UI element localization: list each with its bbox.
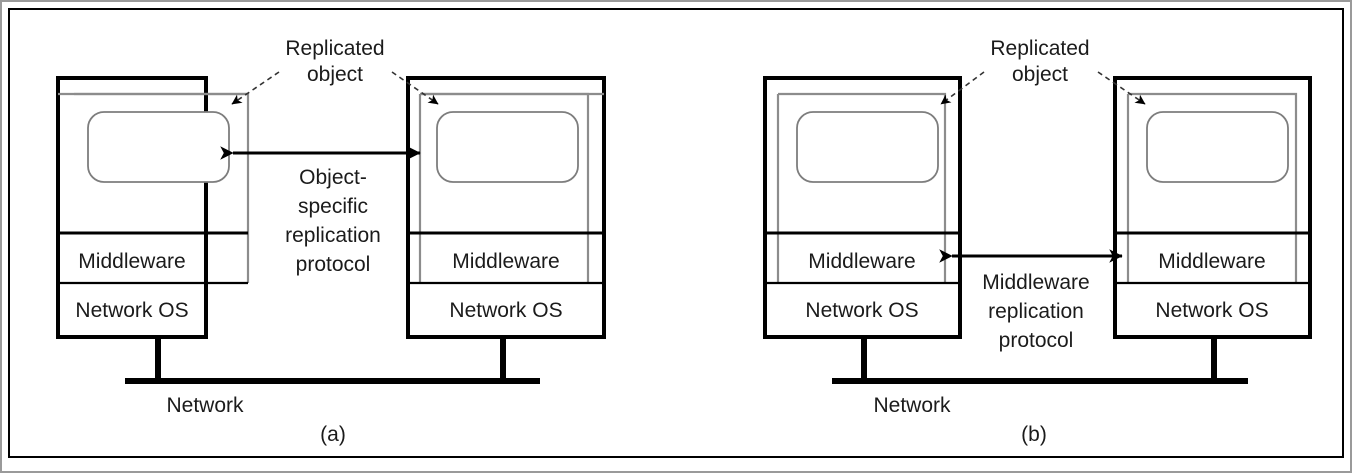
panel-b-machine-right [1113, 76, 1312, 381]
panel-b-left-middleware-label: Middleware [808, 250, 916, 273]
panel-b-right-middleware-label: Middleware [1158, 250, 1266, 273]
panel-a-left-os-label: Network OS [75, 299, 189, 322]
panel-a-caption: (a) [320, 423, 346, 446]
panel-b-protocol-line2: replication [988, 300, 1084, 323]
panel-a-callout-line2: object [306, 63, 364, 86]
figure-frame [8, 8, 1344, 458]
panel-a-replicated-object-right [436, 111, 579, 183]
panel-b-replicated-object-right [1146, 111, 1289, 183]
panel-a-callout-leaders [231, 71, 439, 105]
panel-b-right-os-label: Network OS [1155, 299, 1269, 322]
panel-b-machine-left [763, 76, 962, 381]
panel-b-left-os-label: Network OS [805, 299, 919, 322]
panel-b-callout-line1: Replicated [990, 37, 1090, 60]
panel-b-callout-leaders [940, 71, 1146, 105]
panel-a-machine-right [406, 76, 606, 381]
panel-a-protocol-line2: specific [297, 195, 369, 218]
panel-a-machine-left [56, 76, 250, 381]
panel-a-replicated-object-left [87, 111, 230, 183]
panel-a-left-middleware-label: Middleware [78, 250, 186, 273]
panel-b-network-label: Network [873, 394, 951, 417]
panel-b-caption: (b) [1021, 423, 1047, 446]
panel-b-replicated-object-left [796, 111, 939, 183]
panel-b-callout-line2: object [1011, 63, 1069, 86]
panel-a-protocol-line1: Object- [299, 166, 367, 189]
panel-a-network-label: Network [166, 394, 244, 417]
panel-a-right-middleware-label: Middleware [452, 250, 560, 273]
panel-b-protocol-line3: protocol [998, 329, 1074, 352]
panel-a-right-os-label: Network OS [449, 299, 563, 322]
panel-a-callout-line1: Replicated [285, 37, 385, 60]
panel-a-protocol-line3: replication [285, 224, 381, 247]
panel-a-protocol-line4: protocol [295, 253, 371, 276]
panel-b-protocol-line1: Middleware [982, 271, 1090, 294]
